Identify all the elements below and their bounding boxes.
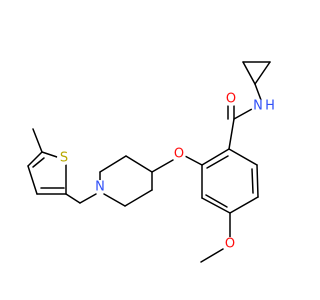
thiophene-sulfur-atom: S: [57, 151, 71, 166]
bond: [200, 248, 224, 263]
bond: [251, 168, 254, 194]
methoxy-oxygen-atom: O: [223, 237, 237, 252]
bond: [228, 118, 235, 150]
bond: [65, 193, 81, 204]
bond: [124, 189, 153, 207]
bond: [125, 155, 153, 173]
bond: [201, 197, 231, 214]
bond: [79, 193, 97, 204]
amide-oxygen-label: O: [226, 92, 236, 107]
bond: [103, 193, 126, 207]
thiophene-sulfur-label: S: [60, 151, 68, 166]
bond: [151, 159, 174, 173]
ether-oxygen-label: O: [174, 147, 184, 162]
bond: [205, 194, 228, 208]
bond: [206, 155, 229, 169]
amide-nitrogen-atom: N H: [251, 99, 276, 114]
piperidine-nitrogen-label: N: [95, 180, 105, 195]
bond: [201, 148, 230, 166]
amide-nitrogen-label: N: [253, 99, 263, 114]
atom-label-layer: O N H O O N S: [57, 92, 276, 252]
piperidine-nitrogen-atom: N: [93, 180, 107, 195]
bond: [27, 151, 43, 167]
bond: [228, 148, 258, 166]
methoxy-oxygen-label: O: [225, 237, 235, 252]
bond: [256, 164, 259, 198]
bond: [184, 155, 203, 166]
bond: [233, 108, 253, 120]
amide-oxygen-atom: O: [224, 92, 238, 107]
bond: [254, 83, 262, 101]
molecule-structure-diagram: O N H O O N S: [27, 61, 276, 263]
ether-oxygen-atom: O: [172, 147, 186, 162]
bond: [27, 165, 38, 195]
bond-layer: [27, 61, 271, 263]
bond: [254, 61, 271, 85]
bond: [99, 155, 127, 173]
bond: [32, 128, 43, 153]
amide-hydrogen-label: H: [265, 99, 275, 114]
bond: [229, 196, 259, 214]
bond: [32, 157, 45, 168]
bond: [41, 151, 58, 158]
bond: [242, 61, 256, 85]
